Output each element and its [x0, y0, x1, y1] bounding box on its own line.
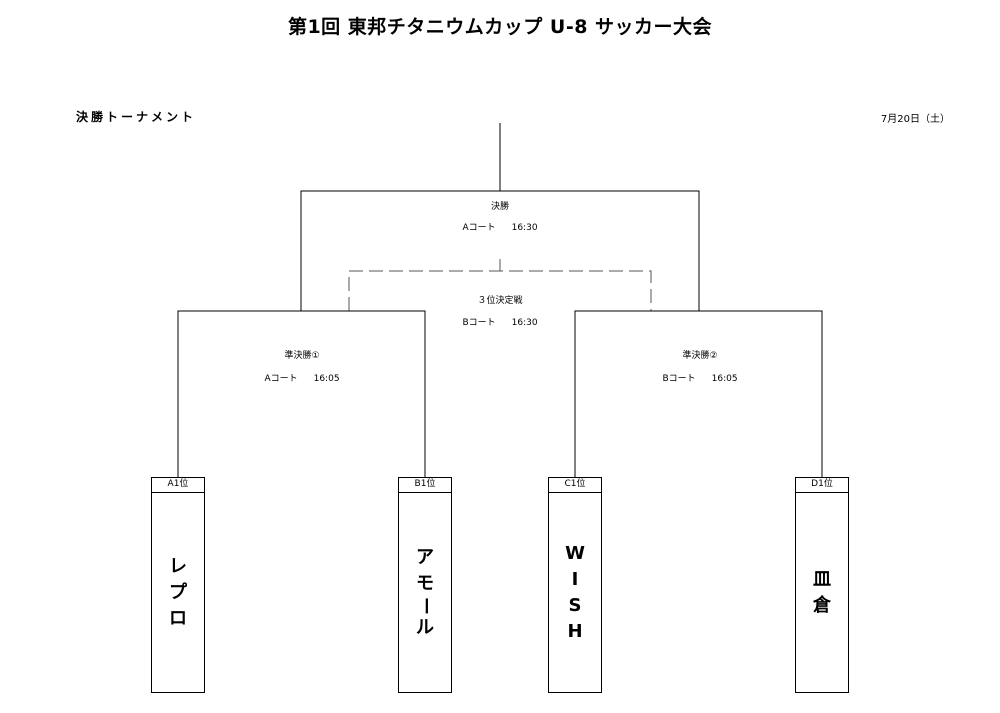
team-name: レ プ ロ — [152, 493, 204, 692]
semi2-name: 準決勝② — [682, 351, 718, 361]
semi1-bracket — [177, 310, 426, 477]
final-name: 決勝 — [490, 202, 509, 212]
section-title: 決勝トーナメント — [76, 110, 197, 124]
third-place-court: Bコート — [462, 318, 496, 328]
semi2-time: 16:05 — [711, 374, 738, 384]
semi1-time: 16:05 — [313, 374, 340, 384]
team-name-char: H — [567, 620, 583, 642]
match-date: 7月20日（土） — [880, 114, 950, 125]
semi2-bracket — [574, 310, 823, 477]
third-place-time: 16:30 — [511, 318, 538, 328]
team-seed: C1位 — [549, 478, 601, 493]
team-box-c1: C1位 W I S H — [548, 477, 602, 693]
team-name-char: 皿 — [813, 568, 831, 590]
team-box-a1: A1位 レ プ ロ — [151, 477, 205, 693]
third-place-info: Bコート 16:30 — [430, 315, 570, 328]
team-seed: A1位 — [152, 478, 204, 493]
team-name-char: プ — [169, 581, 187, 603]
final-court: Aコート — [462, 223, 496, 233]
team-name-char: モ — [416, 572, 434, 594]
final-bracket — [300, 190, 700, 311]
team-name-char: ア — [416, 546, 434, 568]
team-name: W I S H — [549, 493, 601, 692]
semi1-name: 準決勝① — [284, 351, 320, 361]
team-name-char: W — [565, 542, 585, 564]
semi1-info: Aコート 16:05 — [232, 371, 372, 384]
team-box-d1: D1位 皿 倉 — [795, 477, 849, 693]
team-box-b1: B1位 ア モ ー ル — [398, 477, 452, 693]
semi2-court: Bコート — [662, 374, 696, 384]
team-name-char: 倉 — [813, 594, 831, 616]
team-seed: B1位 — [399, 478, 451, 493]
semi2-info: Bコート 16:05 — [630, 371, 770, 384]
team-name-char: ー — [415, 596, 436, 615]
page-title: 第1回 東邦チタニウムカップ U-8 サッカー大会 — [287, 16, 713, 38]
team-name-char: レ — [169, 555, 187, 577]
team-name-char: I — [571, 568, 579, 590]
team-name: ア モ ー ル — [399, 493, 451, 692]
final-info: Aコート 16:30 — [430, 220, 570, 233]
team-name: 皿 倉 — [796, 493, 848, 692]
final-time: 16:30 — [511, 223, 538, 233]
team-name-char: ル — [416, 616, 434, 638]
team-seed: D1位 — [796, 478, 848, 493]
third-place-name: ３位決定戦 — [477, 296, 523, 306]
team-name-char: S — [568, 594, 582, 616]
semi1-court: Aコート — [264, 374, 298, 384]
team-name-char: ロ — [169, 607, 187, 629]
